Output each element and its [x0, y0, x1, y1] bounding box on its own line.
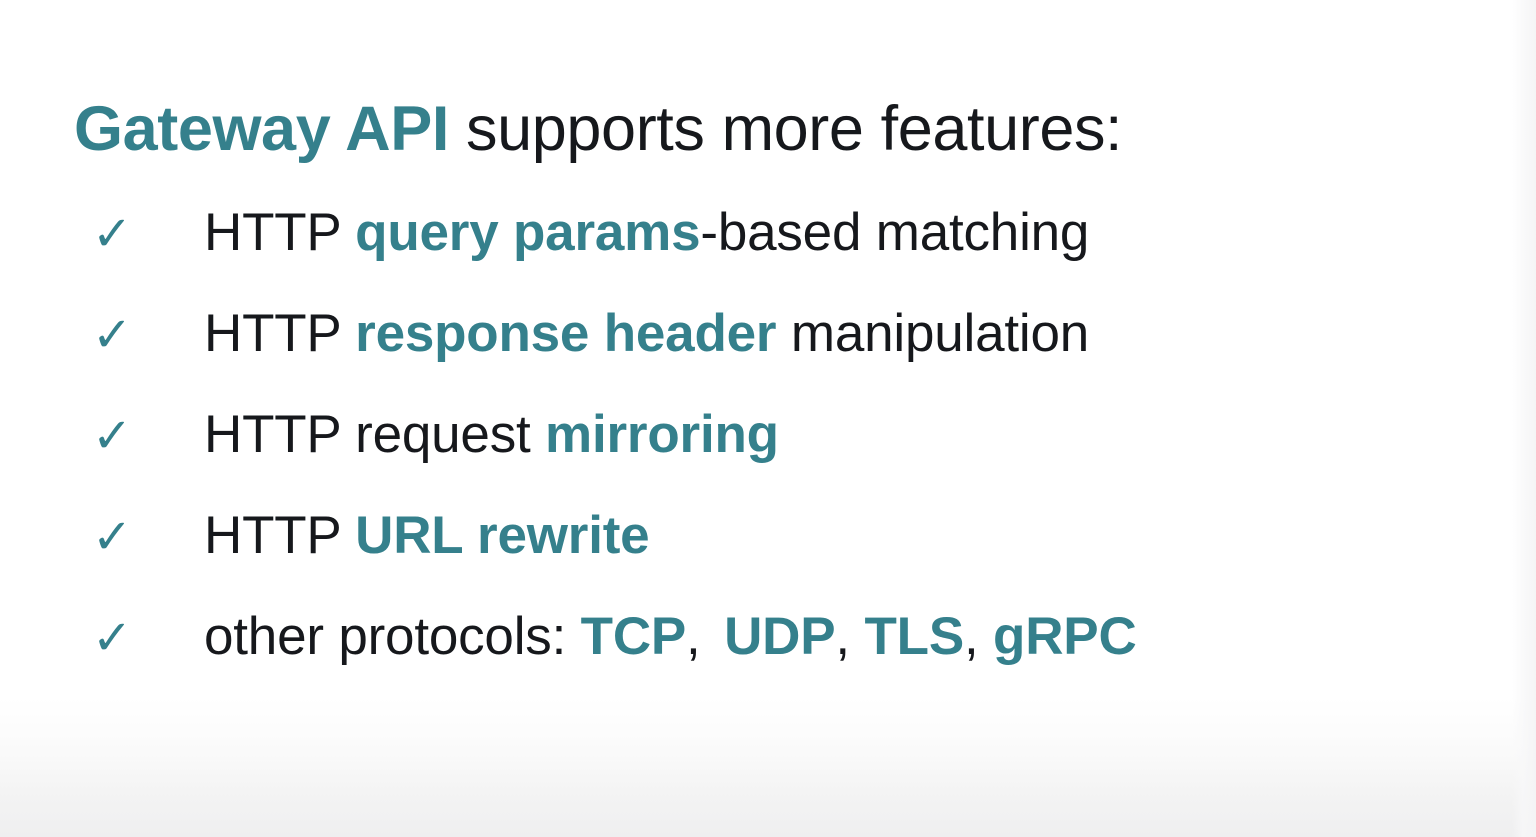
- feature-plain-text: HTTP request: [204, 405, 546, 464]
- check-icon: ✓: [92, 612, 133, 665]
- feature-highlight-text: URL rewrite: [355, 506, 650, 565]
- check-icon: ✓: [92, 410, 133, 463]
- right-edge-shadow: [1512, 0, 1536, 837]
- feature-highlight-text: mirroring: [545, 405, 779, 464]
- bottom-fade-overlay: [0, 697, 1536, 837]
- feature-plain-text: HTTP: [204, 304, 356, 363]
- feature-highlight-text: response header: [355, 304, 777, 363]
- title-brand: Gateway API: [74, 94, 449, 165]
- feature-highlight-text: TLS: [864, 607, 964, 666]
- page-title: Gateway API supports more features:: [74, 98, 1123, 161]
- feature-item-label: HTTP query params-based matching: [204, 206, 1392, 259]
- feature-item: ✓ other protocols: TCP, UDP, TLS, gRPC: [92, 610, 1392, 711]
- feature-item: ✓ HTTP URL rewrite: [92, 509, 1392, 610]
- feature-plain-text: ,: [963, 607, 994, 666]
- feature-item: ✓ HTTP request mirroring: [92, 408, 1392, 509]
- feature-plain-text: -based matching: [700, 203, 1090, 262]
- feature-highlight-text: query params: [355, 203, 701, 262]
- feature-item: ✓ HTTP response header manipulation: [92, 307, 1392, 408]
- feature-item-label: other protocols: TCP, UDP, TLS, gRPC: [204, 610, 1392, 663]
- title-rest: supports more features:: [448, 94, 1123, 165]
- feature-highlight-text: gRPC: [993, 607, 1137, 666]
- feature-highlight-text: UDP: [724, 607, 836, 666]
- feature-list: ✓ HTTP query params-based matching ✓ HTTP r…: [92, 206, 1392, 711]
- feature-plain-text: manipulation: [776, 304, 1090, 363]
- feature-plain-text: ,: [835, 607, 865, 666]
- feature-highlight-text: TCP: [580, 607, 687, 666]
- check-icon: ✓: [92, 309, 133, 362]
- feature-plain-text: HTTP: [204, 203, 356, 262]
- feature-plain-text: other protocols:: [204, 607, 581, 666]
- check-icon: ✓: [92, 511, 133, 564]
- feature-item: ✓ HTTP query params-based matching: [92, 206, 1392, 307]
- check-icon: ✓: [92, 208, 133, 261]
- feature-item-label: HTTP response header manipulation: [204, 307, 1392, 360]
- feature-item-label: HTTP URL rewrite: [204, 509, 1392, 562]
- feature-plain-text: HTTP: [204, 506, 356, 565]
- feature-plain-text: ,: [686, 607, 716, 666]
- feature-item-label: HTTP request mirroring: [204, 408, 1392, 461]
